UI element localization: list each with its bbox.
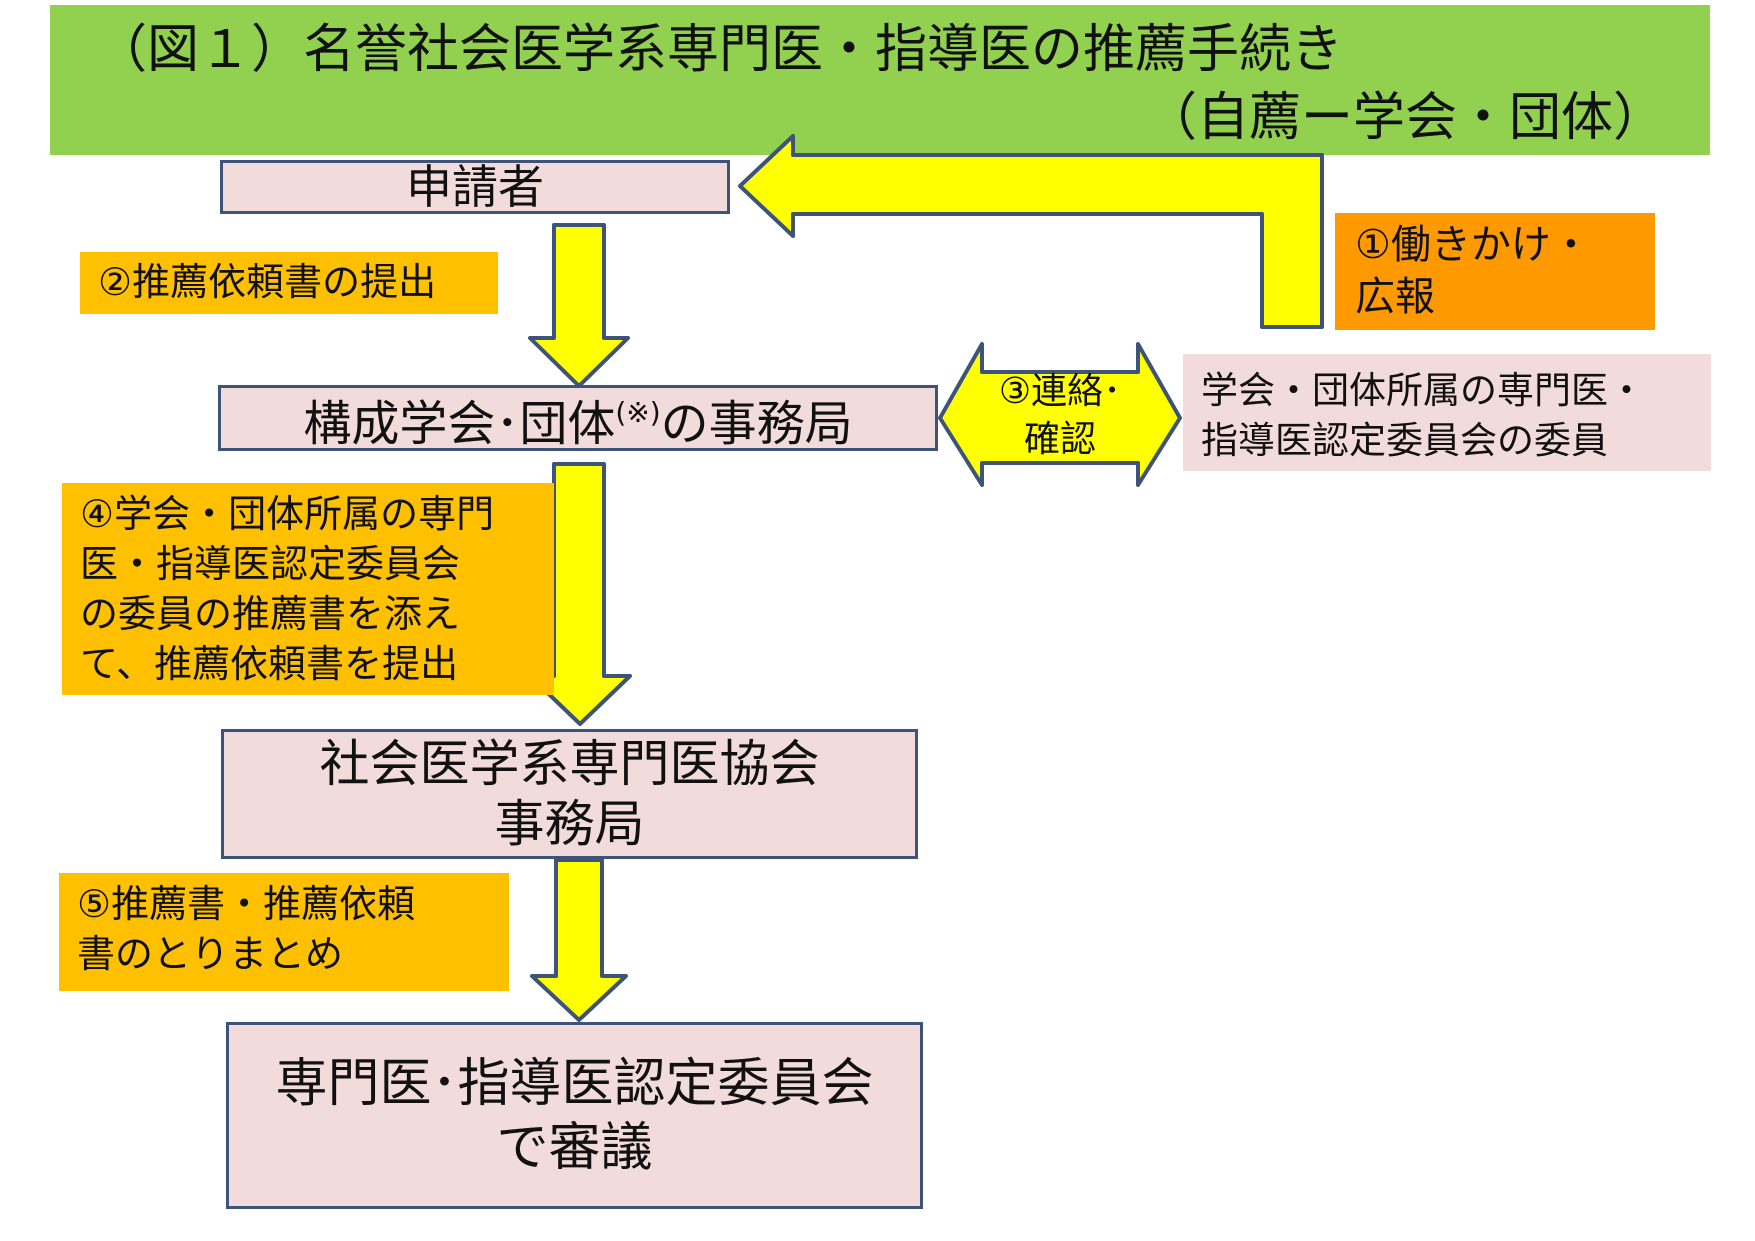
committee-box: 専門医･指導医認定委員会 で審議 (226, 1022, 923, 1209)
society-office-tail: の事務局 (660, 395, 853, 452)
step-3-label: ③連絡･ 確認 (985, 368, 1135, 468)
step-4-text: ④学会・団体所属の専門 医・指導医認定委員会 の委員の推薦書を添え て、推薦依頼… (80, 492, 495, 686)
down-arrow-3 (530, 858, 628, 1022)
page-subtitle: （自薦ー学会・団体） (1144, 88, 1665, 148)
step-2-text: ②推薦依頼書の提出 (98, 260, 437, 304)
step-1-label: ①働きかけ・ 広報 (1335, 213, 1655, 330)
applicant-box: 申請者 (220, 160, 730, 214)
step-5-text: ⑤推薦書・推薦依頼 書のとりまとめ (77, 882, 416, 976)
double-arrow (938, 342, 1182, 487)
title-banner (50, 5, 1710, 155)
step-2-label: ②推薦依頼書の提出 (80, 252, 498, 314)
step-1-text: ①働きかけ・ 広報 (1355, 222, 1591, 320)
society-office-main: 構成学会･団体 (303, 395, 616, 452)
society-office-note: (※) (615, 395, 661, 429)
step-5-label: ⑤推薦書・推薦依頼 書のとりまとめ (59, 873, 509, 991)
council-office-text: 社会医学系専門医協会 事務局 (319, 735, 820, 853)
committee-text: 専門医･指導医認定委員会 で審議 (275, 1053, 874, 1178)
feedback-arrow (738, 134, 1324, 329)
members-box: 学会・団体所属の専門医・ 指導医認定委員会の委員 (1183, 354, 1711, 471)
council-office-box: 社会医学系専門医協会 事務局 (221, 729, 918, 859)
step-4-label: ④学会・団体所属の専門 医・指導医認定委員会 の委員の推薦書を添え て、推薦依頼… (62, 483, 554, 695)
society-office-label: 構成学会･団体(※)の事務局 (303, 386, 852, 451)
step-3-text: ③連絡･ 確認 (998, 371, 1122, 460)
society-office-box: 構成学会･団体(※)の事務局 (218, 385, 938, 451)
down-arrow-1 (528, 223, 630, 388)
page-title: （図１）名誉社会医学系専門医・指導医の推薦手続き (95, 20, 1344, 80)
members-text: 学会・団体所属の専門医・ 指導医認定委員会の委員 (1201, 369, 1645, 462)
applicant-label: 申請者 (406, 160, 544, 214)
